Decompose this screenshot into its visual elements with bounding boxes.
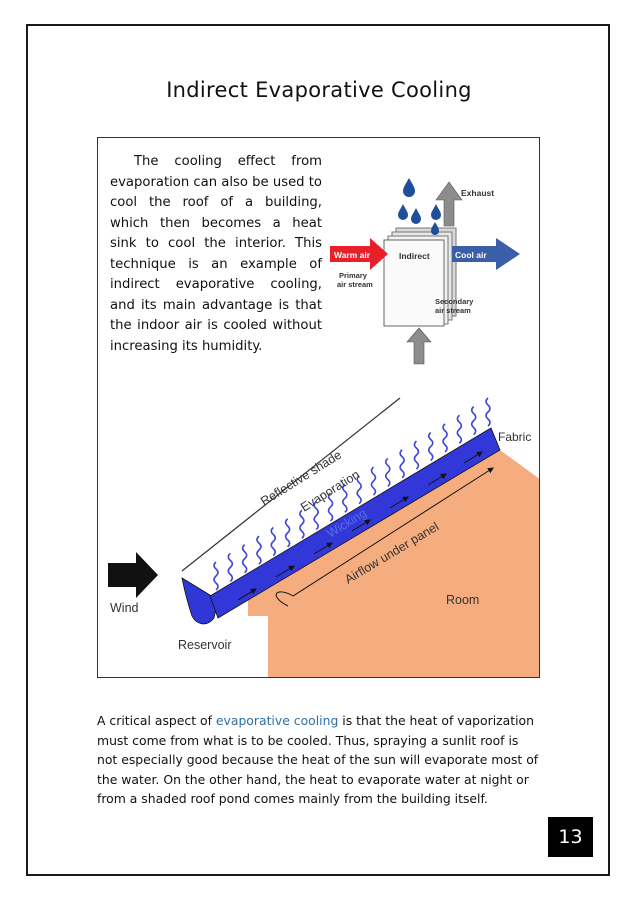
reservoir-label: Reservoir xyxy=(178,638,232,652)
vapor-line xyxy=(270,526,277,557)
primary-label-1: Primary xyxy=(339,271,368,280)
indirect-unit-box xyxy=(383,239,445,327)
vapor-line xyxy=(485,397,491,427)
vapor-line xyxy=(313,500,320,531)
vapor-line xyxy=(384,457,391,488)
page-title: Indirect Evaporative Cooling xyxy=(166,78,472,102)
exhaust-label: Exhaust xyxy=(461,188,494,198)
figure-paragraph: The cooling effect from evaporation can … xyxy=(110,154,322,354)
droplet-icon xyxy=(431,204,441,220)
vapor-line xyxy=(370,466,377,496)
secondary-label-1: Secondary xyxy=(435,297,474,306)
vapor-line xyxy=(442,423,448,453)
body-paragraph: A critical aspect of evaporative cooling… xyxy=(97,711,542,809)
exhaust-arrow xyxy=(435,181,463,227)
figure-box: The cooling effect from evaporation can … xyxy=(97,137,540,678)
page-frame xyxy=(26,24,610,876)
vapor-line xyxy=(356,475,362,505)
room-area xyxy=(248,450,539,677)
vapor-line xyxy=(427,431,434,462)
airflow-arrow xyxy=(275,467,494,607)
vapor-line xyxy=(241,544,248,574)
reflective-shade-line xyxy=(181,397,401,572)
evaporation-vapor xyxy=(213,397,491,591)
body-text-start: A critical aspect of xyxy=(97,713,216,728)
secondary-label-2: air stream xyxy=(435,306,471,315)
body-text-end: is that the heat of vaporization must co… xyxy=(97,713,539,807)
figure-illustration: Exhaust Indirect Warm air Cool air Prima… xyxy=(108,178,539,677)
vapor-line xyxy=(256,535,262,565)
primary-label-2: air stream xyxy=(337,280,373,289)
droplet-icon xyxy=(403,178,415,197)
vapor-line xyxy=(327,492,334,522)
warm-air-arrow xyxy=(330,238,388,270)
vapor-line xyxy=(413,440,420,470)
fabric-label: Fabric xyxy=(498,430,531,444)
droplet-icon xyxy=(431,222,439,235)
vapor-line xyxy=(213,561,219,591)
warm-air-label: Warm air xyxy=(334,250,371,260)
indirect-unit-diagram: Exhaust Indirect Warm air Cool air Prima… xyxy=(330,178,520,365)
vapor-line xyxy=(399,449,405,479)
droplet-icon xyxy=(411,208,421,224)
vapor-line xyxy=(284,518,291,548)
vapor-line xyxy=(342,483,348,513)
roof-diagram: Fabric Reflective shade Evaporation Wick… xyxy=(108,397,539,677)
cool-air-label: Cool air xyxy=(455,250,487,260)
vapor-line xyxy=(456,414,463,444)
evaporative-cooling-link[interactable]: evaporative cooling xyxy=(215,713,339,728)
secondary-air-arrow xyxy=(406,327,432,365)
reservoir xyxy=(181,577,219,625)
wind-arrow xyxy=(108,552,158,598)
vapor-line xyxy=(470,406,477,436)
wind-label: Wind xyxy=(110,601,139,615)
vapor-line xyxy=(299,509,305,539)
vapor-line xyxy=(227,552,234,582)
droplet-icon xyxy=(398,204,408,220)
unit-label: Indirect xyxy=(399,251,430,261)
page-number: 13 xyxy=(548,817,593,857)
fabric-panel xyxy=(209,427,501,619)
room-label: Room xyxy=(446,593,479,607)
cool-air-arrow xyxy=(452,238,520,270)
